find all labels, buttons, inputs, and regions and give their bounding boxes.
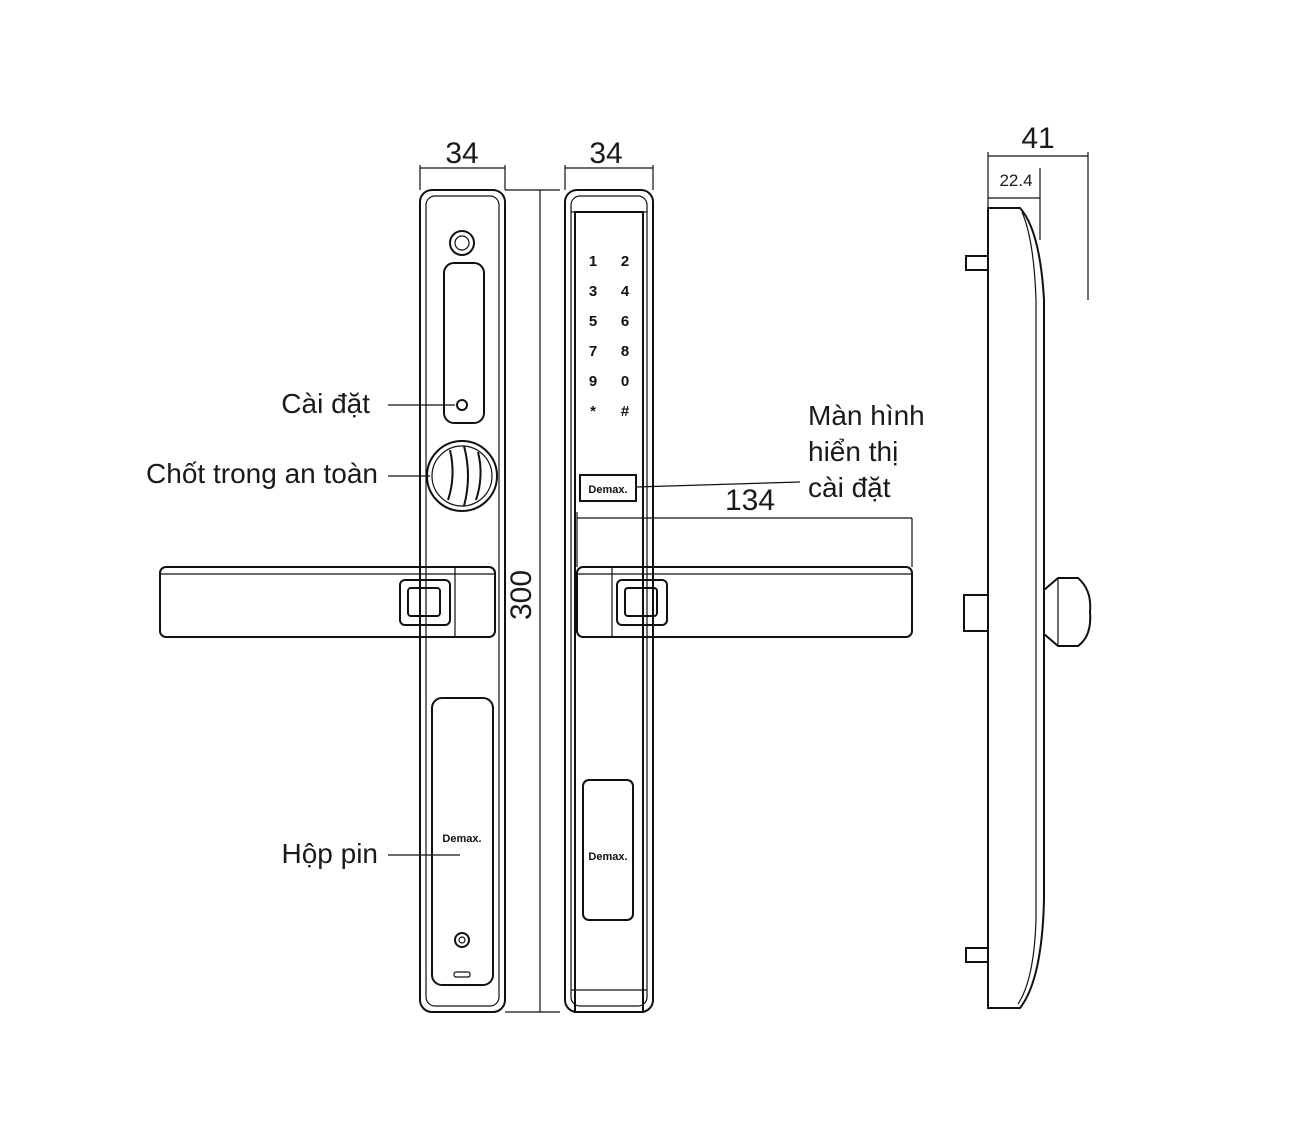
keypad-key: 3	[589, 283, 597, 300]
battery-cover	[431, 697, 494, 986]
label-settings: Cài đặt	[281, 388, 370, 419]
keypad-key: 6	[621, 313, 629, 330]
outside-handle	[576, 566, 913, 638]
safety-latch-knob	[426, 440, 498, 512]
dim-handle-length: 134	[725, 484, 775, 517]
settings-slot	[443, 262, 485, 424]
keypad-key: 0	[621, 373, 629, 390]
label-safety-latch: Chốt trong an toàn	[146, 458, 378, 489]
brand-logo: Demax.	[588, 484, 627, 496]
dim-front-width: 34	[445, 137, 478, 170]
keypad-key: 4	[621, 283, 630, 300]
keypad-key: 5	[589, 313, 597, 330]
dim-height: 300	[505, 570, 538, 620]
keypad-key: 2	[621, 253, 629, 270]
dim-depth: 41	[1021, 122, 1054, 155]
keypad-key: #	[621, 403, 630, 420]
keypad-key: 9	[589, 373, 597, 390]
keypad-key: 1	[589, 253, 597, 270]
outside-battery-cover	[582, 779, 634, 921]
brand-logo: Demax.	[588, 851, 627, 863]
dim-depth-inner: 22.4	[999, 171, 1032, 190]
keypad-key: *	[590, 403, 596, 420]
keypad: 1 2 3 4 5 6 7 8 9 0 * #	[589, 253, 630, 420]
label-battery-box: Hộp pin	[281, 838, 378, 869]
inside-handle	[159, 566, 496, 638]
display-logo-box	[579, 474, 637, 502]
keypad-key: 7	[589, 343, 597, 360]
dim-keypad-width: 34	[589, 137, 622, 170]
side-view: 41 22.4	[963, 122, 1092, 1009]
inside-view: Demax. 34 Cài đặt Chốt trong an toàn Hộp…	[146, 137, 506, 1013]
brand-logo: Demax.	[442, 833, 481, 845]
settings-button	[456, 399, 468, 411]
keypad-key: 8	[621, 343, 629, 360]
fingerprint-sensor-icon	[449, 230, 475, 256]
